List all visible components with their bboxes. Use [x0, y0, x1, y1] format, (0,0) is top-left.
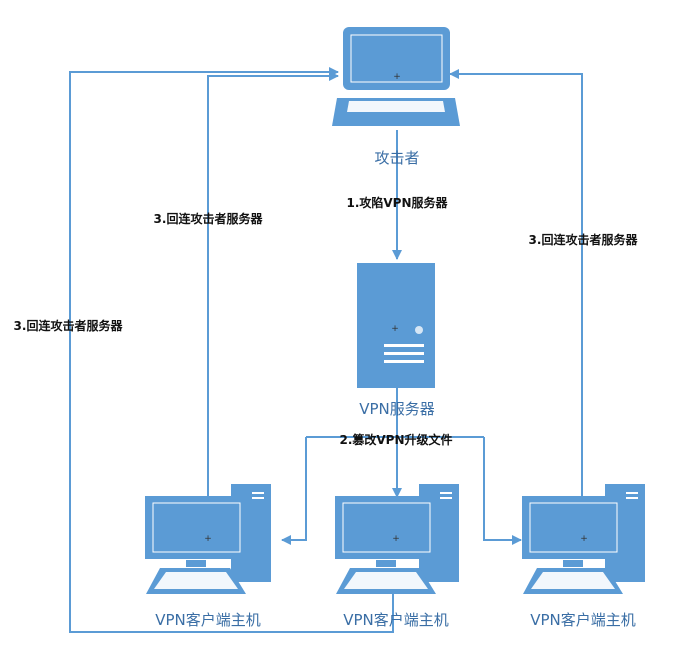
- svg-text:+: +: [393, 72, 401, 82]
- svg-text:+: +: [580, 534, 588, 544]
- connectors: [69, 67, 583, 633]
- client-left-desktop-icon: +: [145, 484, 271, 594]
- arrow-connect-back-outer: [69, 67, 394, 633]
- client-right-desktop-icon: +: [522, 484, 645, 594]
- edge-label-connect-back-outer: 3.回连攻击者服务器: [14, 318, 124, 333]
- svg-text:+: +: [391, 324, 399, 334]
- arrow-tamper-left: [281, 437, 307, 545]
- vpn-server-icon: +: [357, 263, 435, 388]
- arrow-tamper-right: [483, 437, 522, 545]
- svg-text:+: +: [392, 534, 400, 544]
- vpn-server-label: VPN服务器: [359, 400, 435, 418]
- client-middle-desktop-icon: +: [335, 484, 459, 594]
- arrow-connect-back-right: [449, 69, 583, 500]
- attacker-label: 攻击者: [374, 149, 419, 167]
- arrow-connect-back-inner: [207, 71, 339, 498]
- edge-label-tamper: 2.篡改VPN升级文件: [339, 432, 452, 447]
- client-left-label: VPN客户端主机: [155, 611, 261, 629]
- edge-label-connect-back-right: 3.回连攻击者服务器: [529, 232, 639, 247]
- edge-label-compromise: 1.攻陷VPN服务器: [346, 195, 448, 210]
- client-right-label: VPN客户端主机: [530, 611, 636, 629]
- svg-text:+: +: [204, 534, 212, 544]
- edge-label-connect-back-inner: 3.回连攻击者服务器: [154, 211, 264, 226]
- client-middle-label: VPN客户端主机: [343, 611, 449, 629]
- attacker-laptop-icon: +: [332, 27, 460, 126]
